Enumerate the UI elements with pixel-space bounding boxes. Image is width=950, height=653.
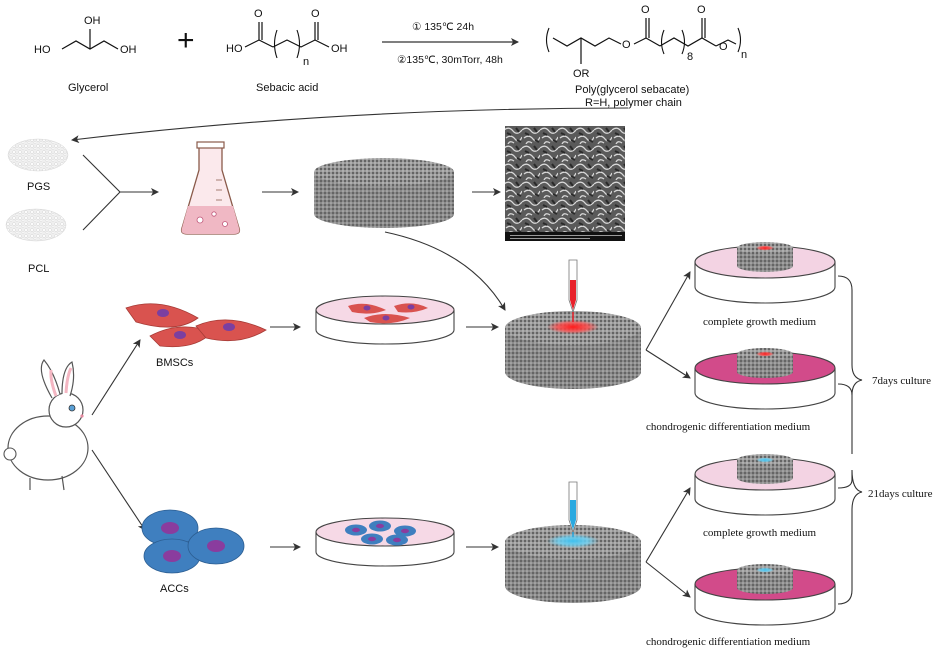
- product-8: 8: [687, 51, 693, 63]
- acc-culture-dish: [315, 517, 455, 567]
- pcl-granules: PCL: [5, 208, 67, 275]
- product-o-ester1: O: [622, 39, 631, 51]
- sebacic-acid-structure: O O HO OH n Sebacic acid: [226, 8, 348, 94]
- acc-label: ACCs: [160, 583, 189, 595]
- product-label: Poly(glycerol sebacate): [575, 84, 689, 96]
- polymer-to-pgs-arrow: [71, 107, 629, 144]
- sebacic-n: n: [303, 56, 309, 68]
- sem-micrograph: [505, 126, 625, 241]
- pcl-label: PCL: [28, 263, 49, 275]
- bmsc-culture-dish: [315, 295, 455, 345]
- pgs-polymer-structure: O O O O 8 n OR Poly(glycerol sebacate) R…: [545, 4, 747, 109]
- condition-2: ②135℃, 30mTorr, 48h: [397, 54, 503, 66]
- glycerol-structure: OH HO OH Glycerol: [34, 15, 137, 94]
- to-dish4-arrow: [645, 561, 691, 598]
- culture-dish-1: complete growth medium: [694, 242, 836, 328]
- condition-1: ① 135℃ 24h: [412, 21, 474, 33]
- sebacic-ho: HO: [226, 43, 243, 55]
- pgs-granules: PGS: [7, 138, 69, 193]
- product-n: n: [741, 49, 747, 61]
- pgs-label: PGS: [27, 181, 50, 193]
- medium-label-4: chondrogenic differentiation medium: [646, 636, 811, 648]
- erlenmeyer-flask-icon: [180, 141, 241, 235]
- product-or: OR: [573, 68, 590, 80]
- product-note: R=H, polymer chain: [585, 97, 682, 109]
- plus-sign: +: [177, 24, 195, 57]
- acc-cells: ACCs: [141, 509, 245, 595]
- bmsc-cells: BMSCs: [125, 303, 267, 369]
- acc-seeded-scaffold: [505, 481, 641, 603]
- bmsc-label: BMSCs: [156, 357, 194, 369]
- sebacic-label: Sebacic acid: [256, 82, 318, 94]
- bmsc-seeded-scaffold: [505, 259, 641, 389]
- culture-dish-2: chondrogenic differentiation medium: [646, 348, 836, 433]
- medium-label-3: complete growth medium: [703, 527, 816, 539]
- glycerol-oh-right: OH: [120, 44, 137, 56]
- culture-label-7days: 7days culture: [872, 375, 931, 387]
- glycerol-ho-left: HO: [34, 44, 51, 56]
- rabbit-to-bmsc-arrow: [91, 339, 141, 416]
- product-o2: O: [697, 4, 706, 16]
- mixing-arrow: [82, 154, 158, 231]
- sebacic-oh: OH: [331, 43, 348, 55]
- medium-label-1: complete growth medium: [703, 316, 816, 328]
- culture-label-21days: 21days culture: [868, 488, 933, 500]
- culture-duration-braces: 7days culture 21days culture: [837, 275, 933, 605]
- rabbit-to-acc-arrow: [91, 449, 146, 531]
- to-dish2-arrow: [645, 349, 691, 379]
- culture-dish-3: complete growth medium: [694, 454, 836, 539]
- glycerol-label: Glycerol: [68, 82, 108, 94]
- sebacic-o1: O: [254, 8, 263, 20]
- rabbit-icon: [3, 359, 89, 491]
- medium-label-2: chondrogenic differentiation medium: [646, 421, 811, 433]
- to-dish3-arrow: [645, 487, 691, 563]
- glycerol-oh-top: OH: [84, 15, 101, 27]
- reaction-conditions: ① 135℃ 24h ②135℃, 30mTorr, 48h: [382, 21, 519, 66]
- culture-dish-4: chondrogenic differentiation medium: [646, 564, 836, 648]
- product-o1: O: [641, 4, 650, 16]
- porous-scaffold: [314, 158, 454, 228]
- sebacic-o2: O: [311, 8, 320, 20]
- to-dish1-arrow: [645, 271, 691, 351]
- product-o-ester2: O: [719, 41, 728, 53]
- scaffold-to-seeding-arrow: [384, 231, 506, 311]
